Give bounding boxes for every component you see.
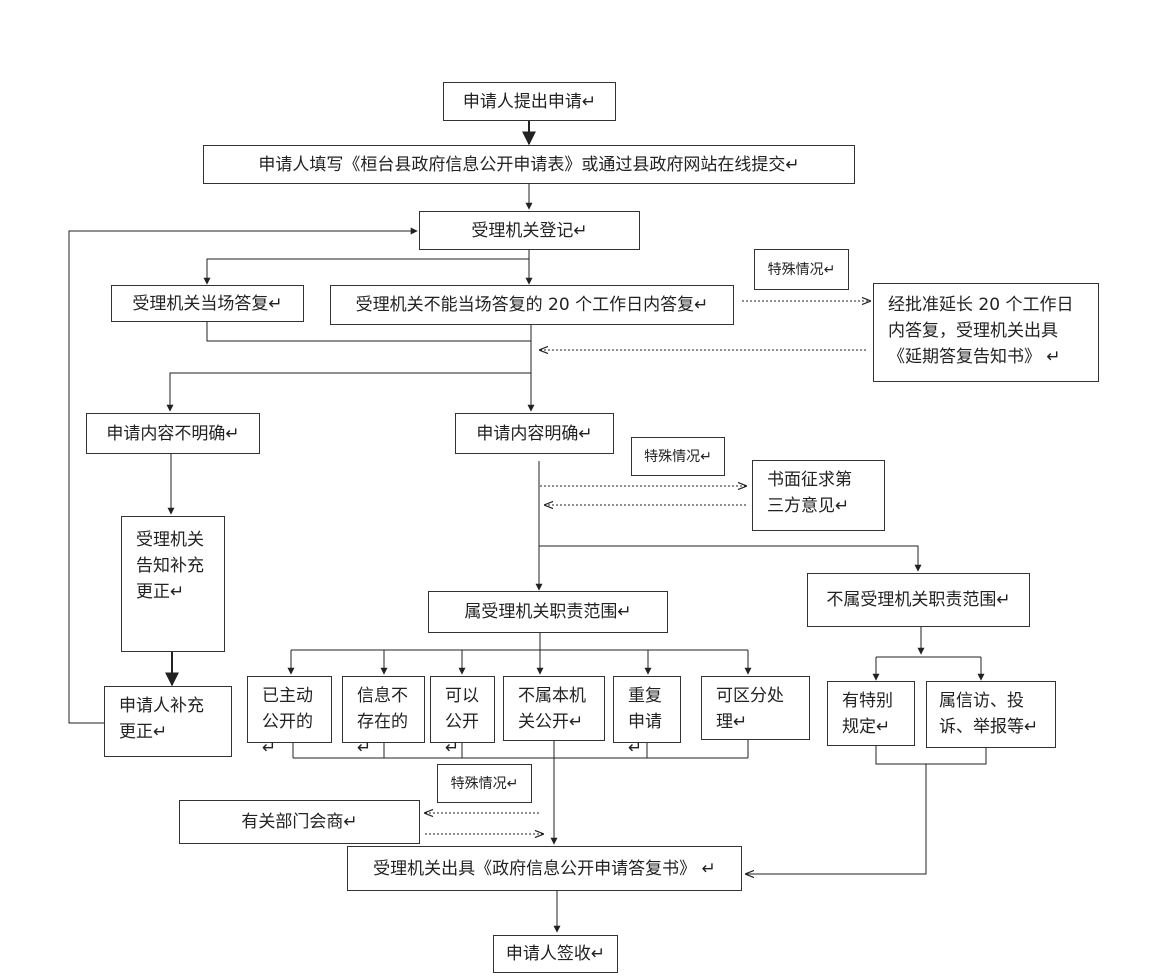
extend-box: 经批准延长 20 个工作日 内答复，受理机关出具 《延期答复告知书》 ↵ — [873, 283, 1099, 382]
consult-box: 有关部门会商↵ — [179, 800, 420, 844]
fill-form-text: 申请人填写《桓台县政府信息公开申请表》或通过县政府网站在线提交↵ — [258, 154, 800, 175]
not-public-text: 不属本机 关公开↵ — [518, 686, 586, 732]
unclear-box: 申请内容不明确↵ — [86, 413, 260, 454]
third-party-text: 书面征求第 三方意见↵ — [767, 470, 852, 516]
connector — [206, 321, 531, 342]
start-text: 申请人提出申请↵ — [462, 91, 597, 112]
in-scope-text: 属受理机关职责范围↵ — [464, 602, 632, 622]
not-public-box: 不属本机 关公开↵ — [503, 676, 605, 741]
can-publish-box: 可以 公开↵ — [430, 676, 495, 758]
fill-form-box: 申请人填写《桓台县政府信息公开申请表》或通过县政府网站在线提交↵ — [203, 145, 855, 184]
connector — [68, 227, 418, 724]
notify-correct-text: 受理机关 告知补充 更正↵ — [136, 530, 204, 602]
supplement-text: 申请人补充 更正↵ — [119, 696, 204, 742]
register-box: 受理机关登记↵ — [419, 211, 640, 250]
unclear-text: 申请内容不明确↵ — [106, 423, 240, 444]
special-case-text-3: 特殊情况↵ — [450, 775, 519, 792]
special-rule-box: 有特别 规定↵ — [827, 681, 915, 746]
reply-on-spot-text: 受理机关当场答复↵ — [132, 293, 283, 314]
sign-text: 申请人签收↵ — [505, 944, 606, 964]
connector — [539, 545, 922, 572]
supplement-box: 申请人补充 更正↵ — [104, 686, 232, 757]
out-of-scope-box: 不属受理机关职责范围↵ — [807, 573, 1030, 627]
connector — [746, 764, 927, 874]
start-box: 申请人提出申请↵ — [443, 82, 616, 121]
connector — [203, 258, 529, 285]
not-exist-box: 信息不 存在的↵ — [342, 676, 425, 758]
separable-text: 可区分处 理↵ — [716, 686, 784, 732]
out-of-scope-text: 不属受理机关职责范围↵ — [826, 590, 1011, 610]
register-text: 受理机关登记↵ — [471, 220, 588, 241]
extend-text: 经批准延长 20 个工作日 内答复，受理机关出具 《延期答复告知书》 ↵ — [888, 295, 1074, 367]
repeat-text: 重复 申请↵ — [628, 686, 662, 758]
sign-box: 申请人签收↵ — [493, 935, 618, 973]
reply-on-spot-box: 受理机关当场答复↵ — [111, 285, 304, 322]
issue-reply-box: 受理机关出具《政府信息公开申请答复书》 ↵ — [347, 846, 742, 891]
special-case-tag-2: 特殊情况↵ — [631, 437, 725, 476]
in-scope-box: 属受理机关职责范围↵ — [428, 591, 668, 633]
published-text: 已主动 公开的↵ — [262, 686, 313, 758]
not-exist-text: 信息不 存在的↵ — [357, 686, 408, 758]
reply-20-days-box: 受理机关不能当场答复的 20 个工作日内答复↵ — [330, 285, 734, 325]
petition-box: 属信访、投 诉、举报等↵ — [926, 681, 1056, 748]
petition-text: 属信访、投 诉、举报等↵ — [939, 691, 1039, 737]
connector — [166, 372, 531, 412]
special-case-text-1: 特殊情况↵ — [767, 261, 836, 278]
third-party-box: 书面征求第 三方意见↵ — [752, 460, 885, 531]
separable-box: 可区分处 理↵ — [701, 676, 810, 740]
repeat-box: 重复 申请↵ — [613, 676, 681, 758]
issue-reply-text: 受理机关出具《政府信息公开申请答复书》 ↵ — [373, 858, 716, 879]
can-publish-text: 可以 公开↵ — [445, 686, 479, 758]
published-box: 已主动 公开的↵ — [247, 676, 332, 758]
special-case-text-2: 特殊情况↵ — [644, 448, 712, 465]
clear-text: 申请内容明确↵ — [476, 423, 593, 444]
consult-text: 有关部门会商↵ — [241, 812, 358, 832]
special-rule-text: 有特别 规定↵ — [842, 691, 893, 737]
connector — [875, 746, 987, 765]
special-case-tag-3: 特殊情况↵ — [437, 764, 532, 803]
notify-correct-box: 受理机关 告知补充 更正↵ — [121, 516, 225, 652]
clear-box: 申请内容明确↵ — [455, 413, 614, 454]
reply-20-days-text: 受理机关不能当场答复的 20 个工作日内答复↵ — [355, 295, 709, 315]
special-case-tag-1: 特殊情况↵ — [754, 249, 849, 290]
